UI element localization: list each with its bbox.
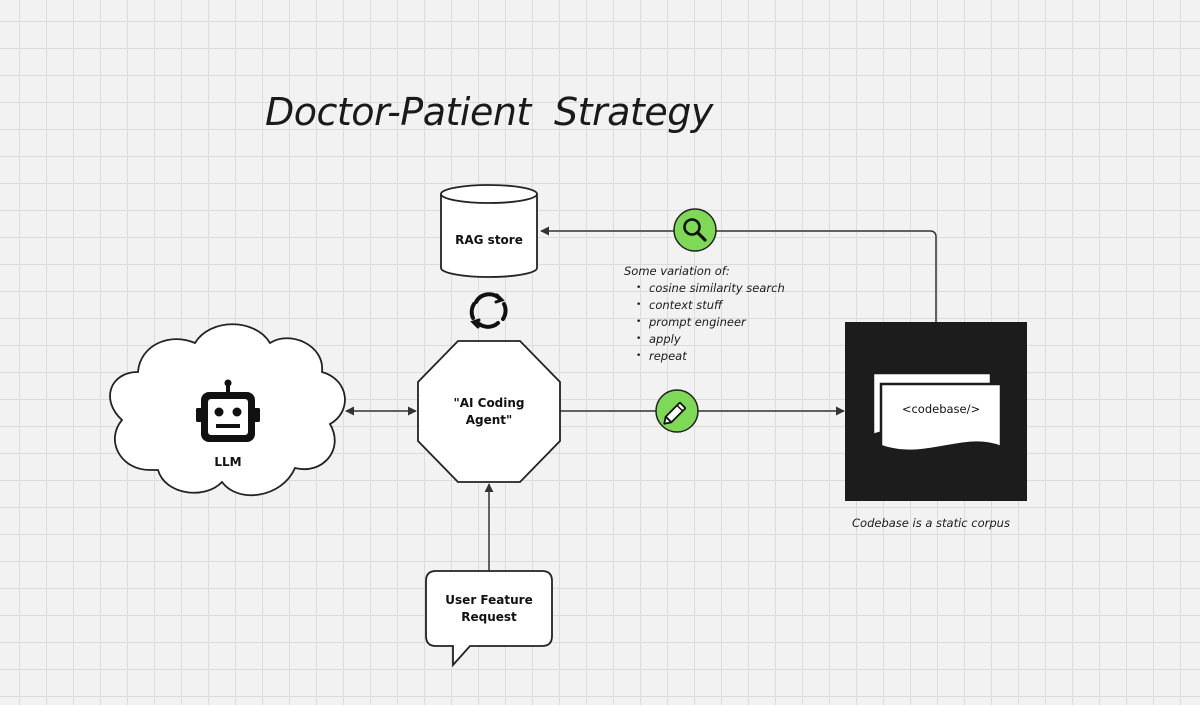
rag-store-label-text: RAG store	[455, 233, 523, 247]
variation-item: repeat	[636, 348, 785, 365]
pencil-icon	[663, 402, 686, 425]
codebase-tag-label: <codebase/>	[901, 402, 981, 416]
variation-note: Some variation of: cosine similarity sea…	[624, 263, 785, 365]
llm-label-text: LLM	[214, 455, 242, 469]
user-request-bubble[interactable]	[425, 570, 553, 668]
edge-codebase-rag-store	[540, 226, 937, 322]
llm-label: LLM	[198, 454, 258, 471]
rag-store-cylinder[interactable]	[440, 184, 538, 278]
variation-item: apply	[636, 331, 785, 348]
user-request-label: User Feature Request	[430, 592, 548, 626]
variation-list: cosine similarity search context stuff p…	[624, 280, 785, 365]
variation-item: cosine similarity search	[636, 280, 785, 297]
user-request-label-line1: User Feature	[445, 593, 533, 607]
magnifier-icon	[683, 218, 707, 242]
agent-label: "AI Coding Agent"	[428, 395, 550, 429]
magnifier-badge[interactable]	[673, 208, 717, 252]
codebase-note: Codebase is a static corpus	[852, 516, 1010, 530]
user-request-label-line2: Request	[461, 610, 517, 624]
rag-store-label: RAG store	[441, 232, 537, 249]
robot-icon	[196, 379, 260, 442]
diagram-title: Doctor-Patient Strategy	[265, 90, 713, 134]
refresh-cycle-icon	[469, 292, 508, 329]
variation-heading: Some variation of:	[624, 264, 730, 278]
codebase-document-stack	[871, 371, 1003, 453]
pencil-badge[interactable]	[655, 389, 699, 433]
variation-item: prompt engineer	[636, 314, 785, 331]
variation-item: context stuff	[636, 297, 785, 314]
agent-label-line1: "AI Coding	[453, 396, 525, 410]
agent-octagon[interactable]	[417, 340, 561, 483]
agent-label-line2: Agent"	[465, 413, 513, 427]
